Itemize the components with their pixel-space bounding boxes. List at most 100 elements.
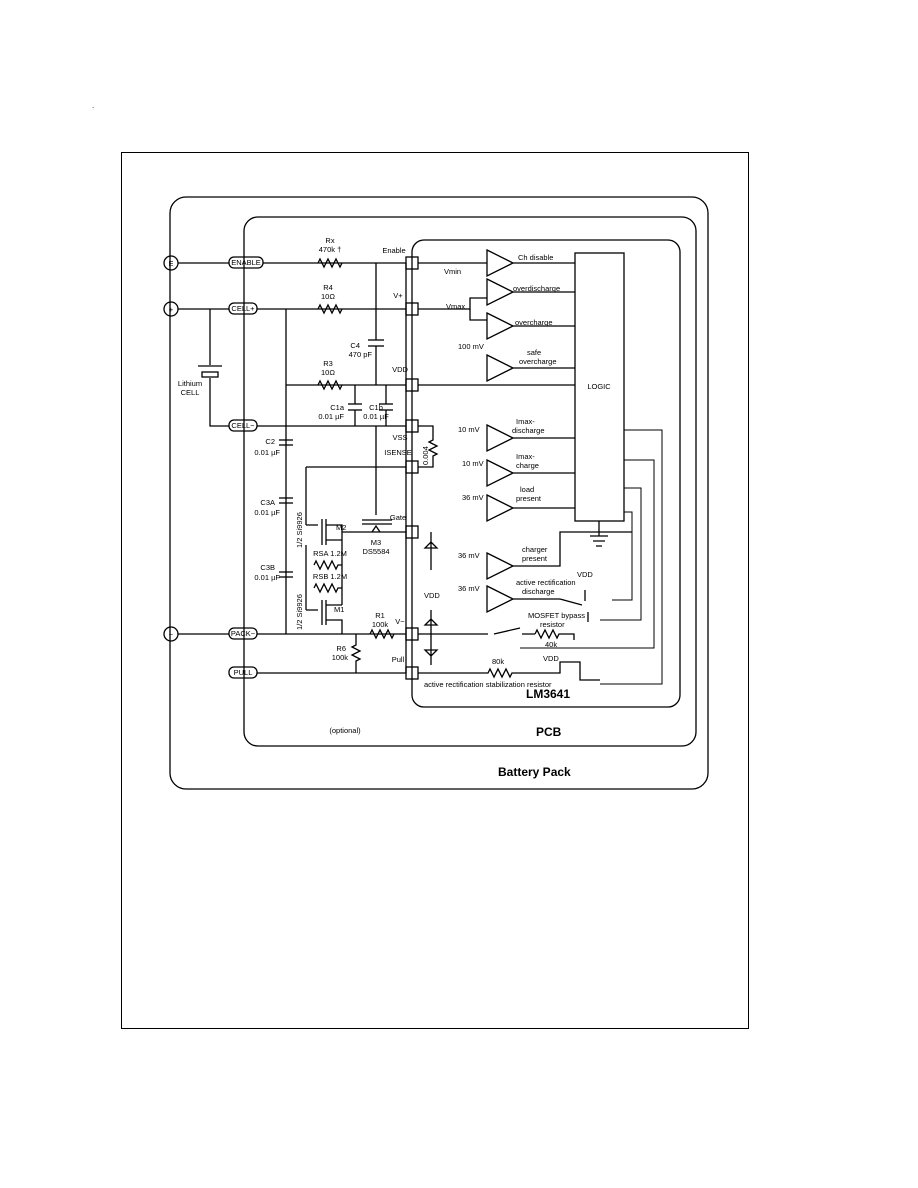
m1-mosfet bbox=[306, 600, 343, 634]
control-loop-3 bbox=[600, 487, 642, 621]
rx-resistor bbox=[317, 257, 343, 269]
r3-value: 10Ω bbox=[321, 368, 335, 377]
lithium-cell-plate-short bbox=[201, 371, 219, 378]
comparator-load-present: load present 36 mV bbox=[462, 485, 575, 523]
r80k-resistor bbox=[418, 661, 600, 681]
r6-value: 100k bbox=[332, 653, 349, 662]
figure-frame bbox=[121, 152, 749, 1029]
enable-terminal-label: E bbox=[168, 259, 173, 268]
comparator-overcharge: overcharge Vmax bbox=[446, 302, 575, 341]
svg-text:36 mV: 36 mV bbox=[458, 551, 480, 560]
pin-isense-label: ISENSE bbox=[384, 448, 412, 457]
pin-v-minus-label: V− bbox=[395, 617, 405, 626]
svg-text:safe: safe bbox=[527, 348, 541, 357]
mosfet-bypass-label-2: resistor bbox=[540, 620, 565, 629]
svg-text:Vmin: Vmin bbox=[444, 267, 461, 276]
r6-resistor bbox=[350, 634, 362, 673]
control-loop-2 bbox=[520, 459, 655, 649]
pin-pull-label: Pull bbox=[392, 655, 405, 664]
r4-resistor bbox=[317, 303, 343, 315]
svg-text:load: load bbox=[520, 485, 534, 494]
c2-name: C2 bbox=[265, 437, 275, 446]
svg-text:Ch disable: Ch disable bbox=[518, 253, 553, 262]
rsense-label: 0.004 bbox=[421, 446, 430, 465]
lithium-label-1: Lithium bbox=[178, 379, 202, 388]
svg-text:present: present bbox=[516, 494, 542, 503]
cell-minus-connector-label: CELL− bbox=[231, 421, 255, 430]
c3b-value: 0.01 µF bbox=[254, 573, 280, 582]
rx-value: 470k † bbox=[319, 245, 342, 254]
chip-title: LM3641 bbox=[526, 687, 570, 701]
stray-mark: . bbox=[92, 101, 95, 110]
vdd-switch bbox=[559, 590, 589, 622]
m2-mosfet bbox=[306, 519, 343, 565]
r3-name: R3 bbox=[323, 359, 333, 368]
lithium-label-2: CELL bbox=[181, 388, 200, 397]
enable-connector-label: ENABLE bbox=[231, 258, 261, 267]
minus-terminal-label: − bbox=[169, 630, 174, 639]
c4-value: 470 pF bbox=[349, 350, 373, 359]
svg-text:overcharge: overcharge bbox=[519, 357, 557, 366]
rsa-label: RSA 1.2M bbox=[313, 549, 347, 558]
rx-name: Rx bbox=[325, 236, 334, 245]
control-loop-4 bbox=[612, 511, 633, 601]
c1a-value: 0.01 µF bbox=[318, 412, 344, 421]
optional-label: (optional) bbox=[329, 726, 361, 735]
pin-gate-label: Gate bbox=[390, 513, 406, 522]
pin-enable-label: Enable bbox=[382, 246, 405, 255]
pin-v-plus-label: V+ bbox=[393, 291, 403, 300]
svg-text:discharge: discharge bbox=[522, 587, 555, 596]
r6-name: R6 bbox=[336, 644, 346, 653]
pack-minus-connector-label: PACK− bbox=[231, 629, 256, 638]
r40k-resistor bbox=[534, 628, 575, 640]
cell-plus-connector-label: CELL+ bbox=[231, 304, 255, 313]
svg-text:overcharge: overcharge bbox=[515, 318, 553, 327]
r1-name: R1 bbox=[375, 611, 385, 620]
r4-name: R4 bbox=[323, 283, 333, 292]
active-rect-stab-label: active rectification stabilization resis… bbox=[424, 680, 552, 689]
c3b-name: C3B bbox=[260, 563, 275, 572]
r1-resistor bbox=[369, 628, 395, 640]
svg-text:Vmax: Vmax bbox=[446, 302, 465, 311]
comparator-disable: Ch disable bbox=[418, 248, 575, 278]
comparator-imax-discharge: Imax- discharge 10 mV bbox=[458, 417, 575, 453]
vdd-ref-b: VDD bbox=[543, 654, 559, 663]
c1b-name: C1b bbox=[369, 403, 383, 412]
logic-ground bbox=[590, 521, 608, 547]
isense-wire bbox=[305, 466, 406, 525]
r1-value: 100k bbox=[372, 620, 389, 629]
rsense-resistor bbox=[418, 425, 439, 468]
logic-label: LOGIC bbox=[587, 382, 611, 391]
svg-text:36 mV: 36 mV bbox=[458, 584, 480, 593]
c4-name: C4 bbox=[350, 341, 360, 350]
pin-vss-label: VSS bbox=[392, 433, 407, 442]
svg-text:Imax-: Imax- bbox=[516, 417, 535, 426]
mosfet-bypass-switch bbox=[418, 627, 535, 635]
svg-text:present: present bbox=[522, 554, 548, 563]
svg-text:discharge: discharge bbox=[512, 426, 545, 435]
c1a-name: C1a bbox=[330, 403, 345, 412]
comparator-overdischarge: overdischarge Vmin bbox=[418, 267, 575, 310]
vdd-ref-a: VDD bbox=[424, 591, 440, 600]
r80k-label: 80k bbox=[492, 657, 504, 666]
mosfet-upper-label: 1/2 Si9926 bbox=[295, 512, 304, 548]
svg-text:36 mV: 36 mV bbox=[462, 493, 484, 502]
c3a-value: 0.01 µF bbox=[254, 508, 280, 517]
m1-m2-series bbox=[305, 545, 343, 610]
svg-text:10 mV: 10 mV bbox=[458, 425, 480, 434]
vminus-diodes bbox=[423, 610, 439, 665]
m3-value: DS5584 bbox=[362, 547, 389, 556]
vdd-ref-c: VDD bbox=[577, 570, 593, 579]
m3-mosfet bbox=[342, 426, 406, 533]
svg-text:10 mV: 10 mV bbox=[462, 459, 484, 468]
c1b-value: 0.01 µF bbox=[363, 412, 389, 421]
r40k-label: 40k bbox=[545, 640, 557, 649]
rsa-resistor bbox=[313, 559, 342, 571]
c3a-name: C3A bbox=[260, 498, 275, 507]
m3-name: M3 bbox=[371, 538, 381, 547]
svg-text:100 mV: 100 mV bbox=[458, 342, 484, 351]
battery-pack-outline bbox=[169, 196, 709, 790]
pcb-outline bbox=[243, 216, 697, 747]
comparator-imax-charge: Imax- charge 10 mV bbox=[462, 452, 575, 488]
